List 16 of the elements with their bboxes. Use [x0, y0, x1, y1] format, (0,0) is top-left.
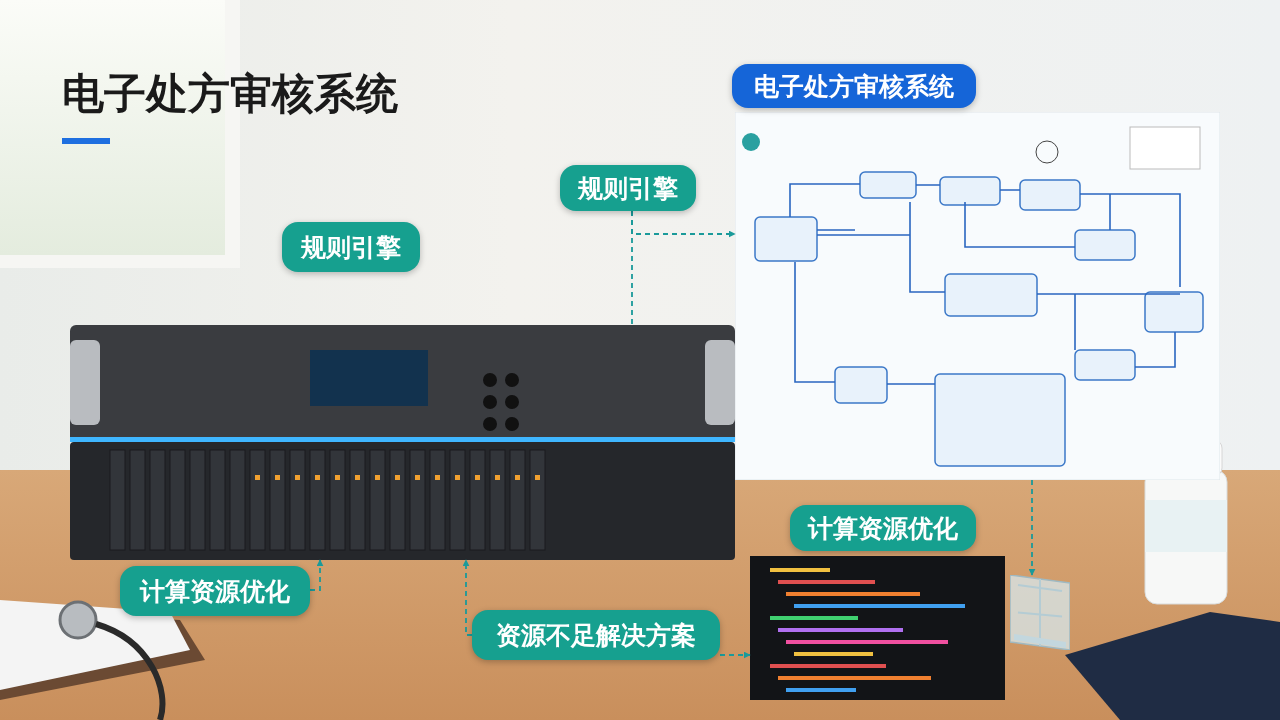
callout-label: 规则引擎 — [560, 165, 696, 211]
callout-label: 规则引擎 — [282, 222, 420, 272]
page-title: 电子处方审核系统 — [62, 68, 398, 120]
flowchart-panel-drawing — [735, 112, 1220, 480]
callout-label: 计算资源优化 — [790, 505, 976, 551]
server-drawing — [70, 325, 735, 560]
callout-label: 电子处方审核系统 — [732, 64, 976, 108]
leader-line — [719, 651, 751, 659]
leader-line — [309, 559, 324, 591]
callout-label: 计算资源优化 — [120, 566, 310, 616]
leader-line — [1028, 479, 1036, 576]
callout-label: 资源不足解决方案 — [472, 610, 720, 660]
code-screen-drawing — [750, 556, 1005, 700]
leader-line — [631, 210, 633, 326]
leader-line — [462, 559, 473, 636]
acrylic-stand-drawing — [1010, 575, 1070, 650]
